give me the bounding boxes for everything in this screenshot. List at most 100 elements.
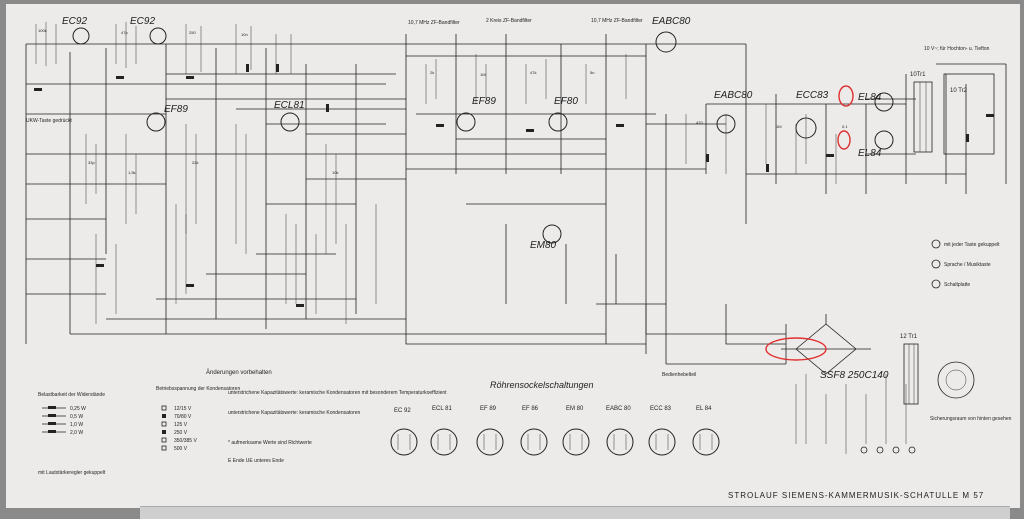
label-ef89-b: EF89: [472, 96, 496, 107]
voltage-legend-item: 250 V: [174, 430, 188, 436]
rectifier-bridge: [781, 314, 871, 375]
tube-el84-a: [874, 92, 894, 112]
tube-el84-b: [874, 130, 894, 150]
socket-label: EF 86: [522, 406, 539, 412]
tube-ecc83: [795, 117, 817, 139]
resistor-legend-item: 2,0 W: [70, 430, 83, 436]
svg-text:1M: 1M: [776, 124, 782, 129]
note-ukw-antenna: UKW-Taste gedrückt: [26, 118, 72, 124]
header-speaker-note: 10 V~; für Hochton- u. Tiefton: [924, 46, 990, 52]
voltage-legend-item: 12/15 V: [174, 406, 192, 412]
svg-text:33p: 33p: [88, 160, 95, 165]
capacitor-note: unterstrichene Kapazitätswerte: keramisc…: [228, 390, 447, 396]
main-wiring: [25, 34, 1007, 365]
socket-label: ECL 81: [432, 406, 452, 412]
label-ef80: EF80: [554, 96, 578, 107]
capacitor-notes: unterstrichene Kapazitätswerte: keramisc…: [228, 390, 447, 464]
voltage-legend-item: 350/385 V: [174, 438, 197, 444]
voltage-legend-item: 500 V: [174, 446, 188, 452]
tube-ef89-a: [146, 112, 166, 132]
voltage-legend-title: Betriebsspannung der Kondensatoren: [156, 386, 240, 392]
voltage-legend-item: 70/80 V: [174, 414, 192, 420]
tube-envelopes: [72, 27, 894, 244]
label-rectifier: SSF8 250C140: [820, 370, 889, 381]
label-output-tr2: 10 Tr2: [950, 88, 968, 94]
tube-eabc80-top: [655, 31, 677, 53]
header-if-filter-2: 2 Kreis ZF-Bandfilter: [486, 18, 532, 24]
title-block: STROLAUF SIEMENS-KAMMERMUSIK-SCHATULLE M…: [728, 491, 984, 500]
resistor-legend-item: 1,0 W: [70, 422, 83, 428]
label-el84-b: EL84: [858, 148, 882, 159]
socket-diagrams: [390, 428, 720, 456]
header-if-filter-3: 10,7 MHz ZF-Bandfilter: [591, 18, 643, 24]
svg-text:47k: 47k: [530, 70, 536, 75]
annotation-marker-el84-bottom: [837, 130, 851, 150]
label-el84-a: EL84: [858, 92, 882, 103]
svg-text:5n: 5n: [590, 70, 594, 75]
socket-section: Röhrensockelschaltungen EC 92 ECL 81 EF …: [390, 380, 720, 456]
capacitor-note: * aufmerksame Werte sind Richtwerte: [228, 440, 312, 446]
note-changes: Änderungen vorbehalten: [206, 369, 272, 376]
label-ec92-a: EC92: [62, 16, 87, 27]
resistor-legend-footer: mit Lautstärkeregler gekuppelt: [38, 470, 106, 476]
legend-item-1: mit jeder Taste gekuppelt: [944, 242, 1000, 248]
label-eabc80-mid: EABC80: [714, 90, 753, 101]
circuit-diagram: 100k 47p 250 10n 2k 1M 47k 5n 470 1M 0,1 33p 1,5k…: [25, 16, 1012, 500]
tube-eabc80-mid: [716, 114, 736, 134]
voltage-legend-item: 125 V: [174, 422, 188, 428]
socket-section-title: Röhrensockelschaltungen: [490, 380, 594, 390]
schematic-sheet: 100k 47p 250 10n 2k 1M 47k 5n 470 1M 0,1 33p 1,5k…: [6, 4, 1020, 508]
label-power-tr1: 12 Tr1: [900, 334, 918, 340]
socket-label: EL 84: [696, 406, 712, 412]
header-if-filter-1: 10,7 MHz ZF-Bandfilter: [408, 20, 460, 26]
svg-text:10n: 10n: [241, 32, 248, 37]
legend-item-3: Schaltplatte: [944, 282, 970, 288]
tube-ec92-b: [149, 27, 167, 45]
annotation-marker-rectifier: [765, 337, 827, 361]
svg-text:2k: 2k: [430, 70, 434, 75]
label-ecc83: ECC83: [796, 90, 829, 101]
terminal-row: [860, 446, 916, 454]
svg-text:470: 470: [696, 120, 703, 125]
label-em80: EM80: [530, 240, 557, 251]
tube-ef89-b: [456, 112, 476, 132]
svg-text:0,1: 0,1: [842, 124, 848, 129]
switch-legend: mit jeder Taste gekuppelt Sprache / Musi…: [931, 239, 1000, 289]
resistor-legend-item: 0,5 W: [70, 414, 83, 420]
resistor-legend-item: 0,25 W: [70, 406, 86, 412]
svg-text:250: 250: [189, 30, 196, 35]
svg-text:22k: 22k: [192, 160, 198, 165]
label-ec92-b: EC92: [130, 16, 155, 27]
svg-text:100k: 100k: [38, 28, 47, 33]
label-output-tr1: 10Tr1: [910, 72, 926, 78]
legend-item-2: Sprache / Musiktaste: [944, 262, 991, 268]
tube-ec92-a: [72, 27, 90, 45]
tube-ef80: [548, 112, 568, 132]
socket-label: EF 89: [480, 406, 497, 412]
resistor-legend-title: Belastbarkeit der Widerstände: [38, 392, 105, 398]
annotation-marker-el84-top: [838, 85, 854, 107]
photo-bottom-edge: [140, 506, 1010, 519]
tube-labels: EC92 EC92 EF89 ECL81 EF89 EF80 EABC80 EA…: [62, 16, 889, 381]
resistor-legend: Belastbarkeit der Widerstände 0,25 W 0,5…: [38, 392, 106, 476]
red-annotations: [765, 85, 854, 361]
voltage-legend: Betriebsspannung der Kondensatoren 12/15…: [156, 386, 240, 452]
label-eabc80-top: EABC80: [652, 16, 691, 27]
svg-text:10k: 10k: [332, 170, 338, 175]
label-ef89-a: EF89: [164, 104, 188, 115]
note-stages: Bedienhebelteil: [662, 372, 696, 378]
label-ecl81: ECL81: [274, 100, 305, 111]
tube-ecl81: [280, 112, 300, 132]
socket-label: ECC 83: [650, 406, 672, 412]
component-detail: 100k 47p 250 10n 2k 1M 47k 5n 470 1M 0,1 33p 1,5k…: [34, 22, 994, 454]
svg-text:47p: 47p: [121, 30, 128, 35]
capacitor-note: E Ende UE unteres Ende: [228, 458, 284, 464]
socket-label: EABC 80: [606, 406, 631, 412]
fuse-selector: [937, 361, 975, 399]
svg-text:1,5k: 1,5k: [128, 170, 136, 175]
svg-text:1M: 1M: [480, 72, 486, 77]
transformers: [903, 73, 995, 405]
note-fuse: Sicherungsraum von hinten gesehen: [930, 416, 1012, 422]
socket-label: EC 92: [394, 408, 411, 414]
tube-em80: [542, 224, 562, 244]
